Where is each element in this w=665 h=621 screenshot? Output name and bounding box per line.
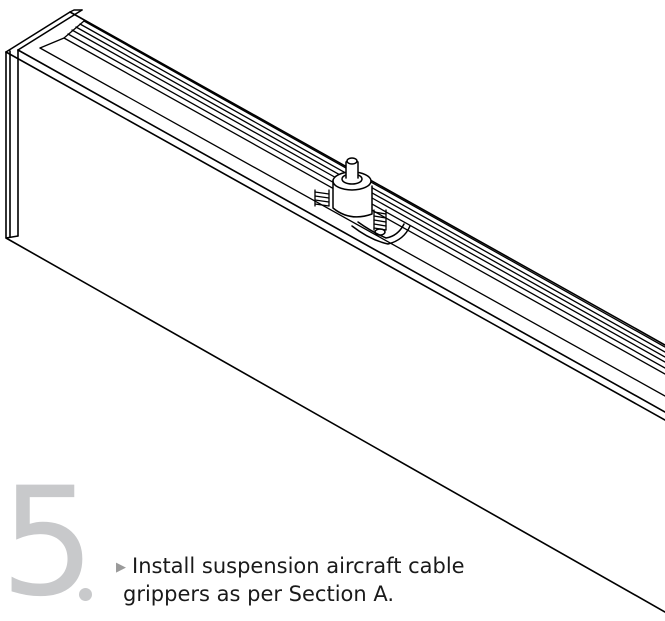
step-number: 5 (0, 456, 95, 621)
instruction-line-1: Install suspension aircraft cable (132, 554, 465, 578)
step-number-dot (79, 588, 92, 601)
end-cap (69, 9, 83, 13)
instruction-line-2: grippers as per Section A. (123, 582, 395, 606)
housing-front-face (5, 49, 665, 613)
triangle-right-icon: ▶ (116, 560, 126, 575)
cable-gripper (314, 157, 411, 245)
channel-rail-6 (83, 20, 665, 348)
channel-end (39, 20, 85, 49)
channel-rail-outer (39, 47, 665, 397)
housing-bottom-edge (5, 235, 19, 239)
housing-top-edge (5, 49, 665, 421)
step-instruction: ▶ Install suspension aircraft cable gripp… (116, 553, 465, 608)
